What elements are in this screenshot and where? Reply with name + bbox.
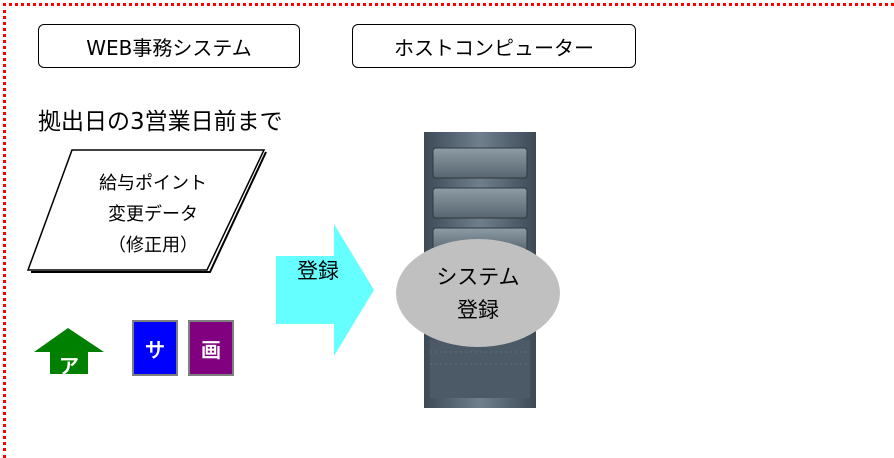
- frame-left-border: [3, 3, 6, 458]
- up-arrow-label: ア: [59, 354, 79, 378]
- flow-arrow-right: [276, 224, 374, 356]
- data-shape-text: 給与ポイント 変更データ （修正用）: [42, 158, 264, 270]
- up-arrow-icon: [34, 328, 104, 374]
- ellipse-text: システム 登録: [396, 240, 560, 348]
- data-shape-line3: （修正用）: [108, 234, 198, 256]
- data-shape-line2: 変更データ: [108, 203, 198, 225]
- ga-badge: 画: [188, 320, 234, 376]
- ellipse-line2: 登録: [457, 298, 499, 322]
- data-shape-line1: 給与ポイント: [99, 172, 207, 194]
- data-parallelogram: [26, 149, 266, 271]
- host-computer-label: ホストコンピューター: [352, 24, 636, 68]
- web-system-label: WEB事務システム: [38, 24, 300, 68]
- system-registration-ellipse: [396, 239, 560, 347]
- deadline-text: 拠出日の3営業日前まで: [38, 109, 283, 135]
- parallelogram-shadow: [31, 151, 267, 273]
- sa-badge: サ: [132, 320, 178, 376]
- frame-top-border: [3, 3, 894, 6]
- flow-arrow-label: 登録: [297, 259, 339, 283]
- ellipse-line1: システム: [436, 265, 520, 289]
